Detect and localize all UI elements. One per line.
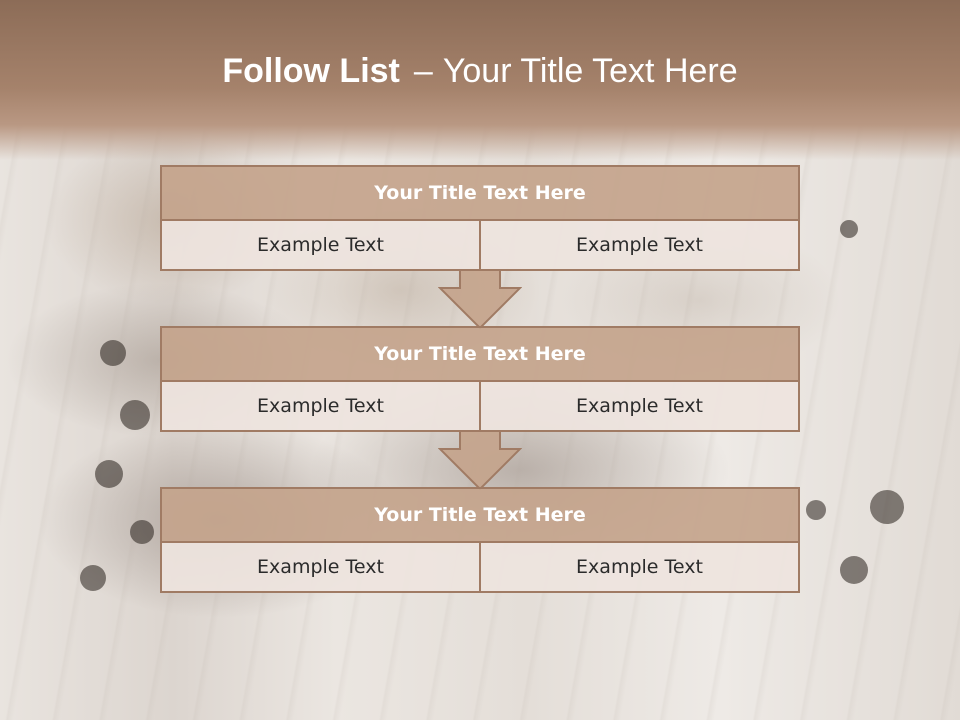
slide-title-separator: – <box>413 52 433 90</box>
peppercorn-dot <box>100 340 126 366</box>
slide-title-rest: Your Title Text Here <box>442 52 738 90</box>
list-block-3: Your Title Text Here Example Text Exampl… <box>160 487 800 593</box>
slide-title: Follow List–Your Title Text Here <box>0 52 960 91</box>
peppercorn-dot <box>806 500 826 520</box>
block-cell-left: Example Text <box>257 395 384 417</box>
block-row: Example Text Example Text <box>160 382 800 432</box>
block-cell-right: Example Text <box>479 221 798 269</box>
list-block-2: Your Title Text Here Example Text Exampl… <box>160 326 800 432</box>
peppercorn-dot <box>120 400 150 430</box>
block-title: Your Title Text Here <box>160 487 800 543</box>
slide-title-bold: Follow List <box>222 52 400 90</box>
peppercorn-dot <box>130 520 154 544</box>
peppercorn-dot <box>840 556 868 584</box>
block-row: Example Text Example Text <box>160 221 800 271</box>
block-title: Your Title Text Here <box>160 165 800 221</box>
down-arrow-icon <box>438 270 522 330</box>
header-band <box>0 0 960 160</box>
down-arrow-icon <box>438 431 522 491</box>
list-block-1: Your Title Text Here Example Text Exampl… <box>160 165 800 271</box>
block-cell-left: Example Text <box>257 556 384 578</box>
block-cell-right: Example Text <box>479 382 798 430</box>
peppercorn-dot <box>80 565 106 591</box>
block-cell-right: Example Text <box>479 543 798 591</box>
block-title: Your Title Text Here <box>160 326 800 382</box>
peppercorn-dot <box>870 490 904 524</box>
peppercorn-dot <box>840 220 858 238</box>
block-cell-left: Example Text <box>257 234 384 256</box>
block-row: Example Text Example Text <box>160 543 800 593</box>
peppercorn-dot <box>95 460 123 488</box>
